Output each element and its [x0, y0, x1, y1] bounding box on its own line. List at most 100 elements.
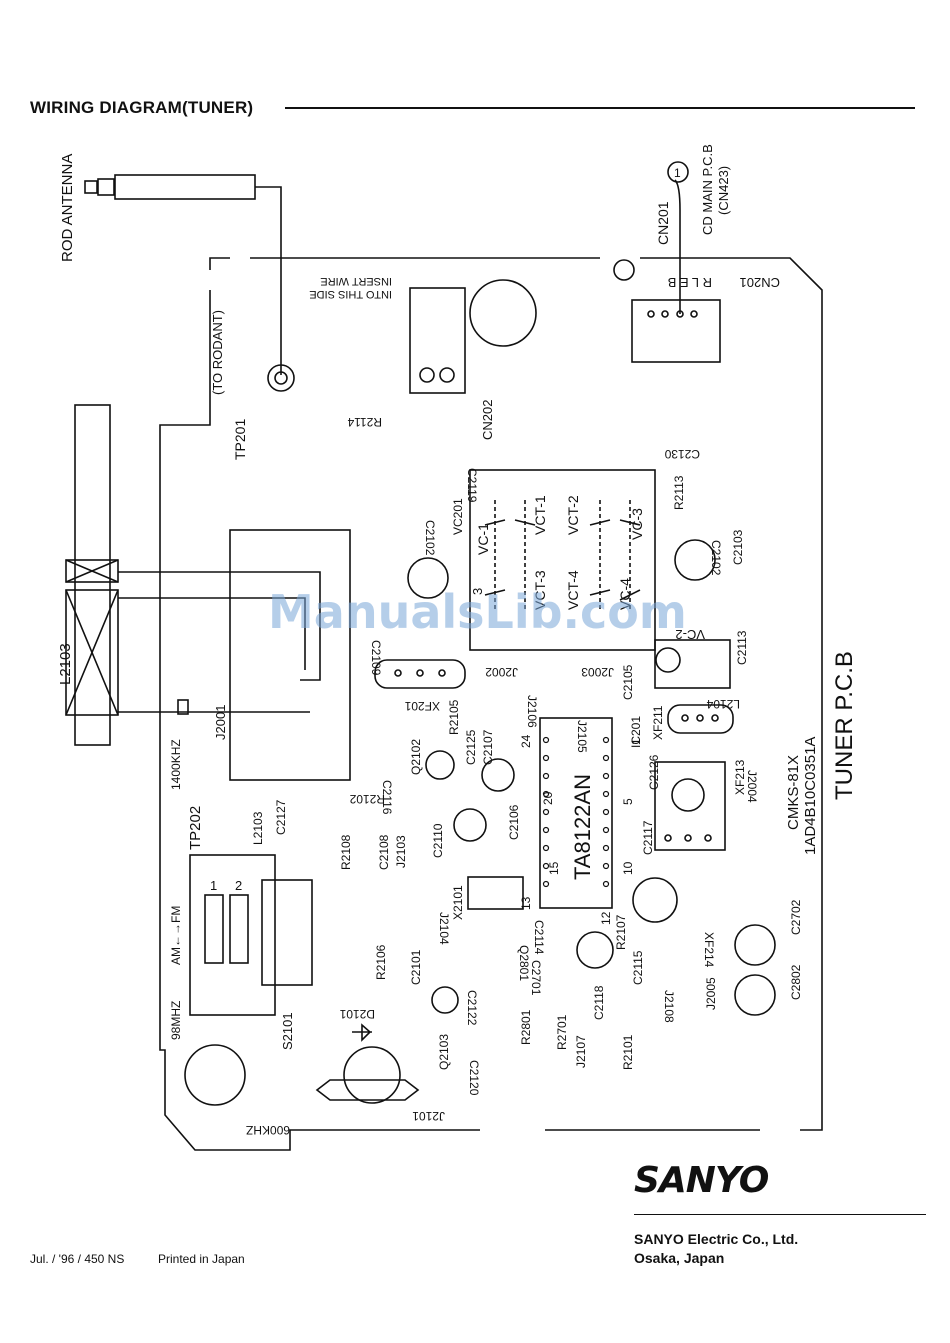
label-j2108: J2108 [662, 990, 676, 1023]
label-q2102: Q2102 [409, 739, 423, 775]
label-rleb: R L E B [668, 275, 712, 290]
label-r2114: R2114 [347, 415, 382, 429]
company-name: SANYO Electric Co., Ltd. [634, 1231, 799, 1247]
label-pcb-code: 1AD4B10C0351A [802, 737, 819, 855]
cn201-connector [631, 299, 721, 363]
company-city: Osaka, Japan [634, 1250, 725, 1266]
label-r2801: R2801 [519, 1009, 533, 1045]
diagram-labels: ROD ANTENNA CD MAIN P.C.B (CN423) CN201 … [57, 144, 858, 1137]
label-tp201: TP201 [232, 419, 248, 460]
label-f98: 98MHZ [169, 1001, 183, 1040]
label-rod-antenna: ROD ANTENNA [59, 154, 76, 262]
label-vc4: VC-4 [617, 578, 633, 610]
label-r2102: R2102 [349, 792, 385, 806]
label-r2105: R2105 [447, 699, 461, 735]
xf213 [654, 761, 726, 851]
label-r2106: R2106 [374, 944, 388, 980]
label-xf211: XF211 [651, 705, 665, 740]
label-n15: 15 [547, 861, 561, 875]
ferrite-bar [74, 404, 111, 746]
label-n5: 5 [621, 798, 635, 805]
label-c2120: C2120 [467, 1060, 481, 1096]
label-j2106: J2106 [525, 695, 539, 728]
label-c2110: C2110 [431, 823, 445, 858]
label-c2103: C2103 [731, 529, 745, 565]
label-c2702: C2702 [789, 899, 803, 935]
label-vc2: VC-2 [675, 627, 705, 642]
label-c2802: C2802 [789, 964, 803, 1000]
label-n20: 20 [541, 791, 555, 805]
label-j2001: J2001 [213, 705, 228, 740]
sanyo-logo: SANYO [634, 1160, 769, 1201]
label-c2106: C2106 [507, 804, 521, 840]
label-c2126: C2126 [647, 754, 661, 790]
label-cn201: CN201 [655, 201, 671, 245]
label-xf214: XF214 [702, 932, 716, 968]
label-j2101: J2101 [412, 1109, 445, 1123]
label-into-side: INTO THIS SIDE [309, 288, 392, 300]
label-cd-main: CD MAIN P.C.B [700, 144, 715, 235]
ic-ta8122an [539, 717, 613, 909]
page-title: WIRING DIAGRAM(TUNER) [30, 98, 254, 117]
label-s2101: S2101 [280, 1012, 295, 1050]
label-pin1: 1 [674, 166, 681, 180]
label-c2113: C2113 [735, 630, 749, 665]
label-n12: 12 [599, 911, 613, 925]
label-j2103: J2103 [394, 835, 408, 868]
label-c2101: C2101 [409, 949, 423, 985]
label-q2801: Q2801 [517, 945, 531, 981]
label-d2101: D2101 [339, 1007, 375, 1021]
label-c2122: C2122 [465, 990, 479, 1026]
label-j2003: J2003 [581, 665, 614, 679]
label-ic: TA8122AN [570, 774, 595, 880]
label-f600: 600KHZ [246, 1123, 290, 1137]
label-cn423: (CN423) [716, 166, 731, 215]
printed-in: Printed in Japan [158, 1252, 245, 1266]
label-r2107: R2107 [614, 914, 628, 950]
label-n3: 3 [470, 588, 485, 595]
x2101 [467, 876, 524, 910]
label-r2113: R2113 [672, 475, 686, 510]
label-cn201-rev: CN201 [740, 275, 780, 290]
footer-rule [634, 1214, 926, 1215]
label-r2101: R2101 [621, 1034, 635, 1070]
label-c2107: C2107 [481, 729, 495, 765]
label-c2116: C2116 [380, 780, 394, 815]
label-j2104: J2104 [437, 912, 451, 945]
label-sw1: 1 [210, 878, 217, 893]
label-vc201: VC201 [451, 498, 465, 535]
title-rule [285, 107, 915, 109]
label-n24: 24 [519, 734, 533, 748]
label-r2701: R2701 [555, 1014, 569, 1050]
watermark: ManualsLib.com [268, 585, 687, 639]
label-c2125: C2125 [464, 729, 478, 765]
label-c2109: C2109 [369, 640, 383, 676]
cn202-connector [409, 287, 466, 394]
label-c2115: C2115 [631, 950, 645, 985]
label-vct1: VCT-1 [532, 495, 548, 535]
j2101 [315, 1079, 420, 1101]
label-tp202: TP202 [187, 806, 204, 850]
label-cn202: CN202 [480, 400, 495, 440]
label-tuner-pcb: TUNER P.C.B [831, 651, 858, 800]
label-j2107: J2107 [574, 1035, 588, 1068]
label-r2108: R2108 [339, 834, 353, 870]
label-vc1: VC-1 [475, 523, 491, 555]
label-n10: 10 [621, 861, 635, 875]
label-c2119: C2119 [465, 468, 479, 503]
label-c2108: C2108 [377, 834, 391, 870]
antenna-terminal [267, 364, 295, 392]
label-xf213: XF213 [733, 759, 747, 795]
label-vct4: VCT-4 [565, 570, 581, 610]
label-l2104: L2104 [706, 697, 740, 711]
label-q2103: Q2103 [437, 1034, 451, 1070]
label-vc3: VC-3 [629, 508, 645, 540]
label-amfm: AM←→FM [169, 906, 183, 965]
label-c2114: C2114 [532, 920, 546, 955]
label-f1400: 1400KHZ [169, 739, 183, 790]
label-pcb-no: CMKS-81X [785, 755, 802, 830]
print-code: Jul. / '96 / 450 NS [30, 1252, 125, 1266]
label-vct2: VCT-2 [565, 495, 581, 535]
label-j2105: J2105 [575, 720, 589, 753]
